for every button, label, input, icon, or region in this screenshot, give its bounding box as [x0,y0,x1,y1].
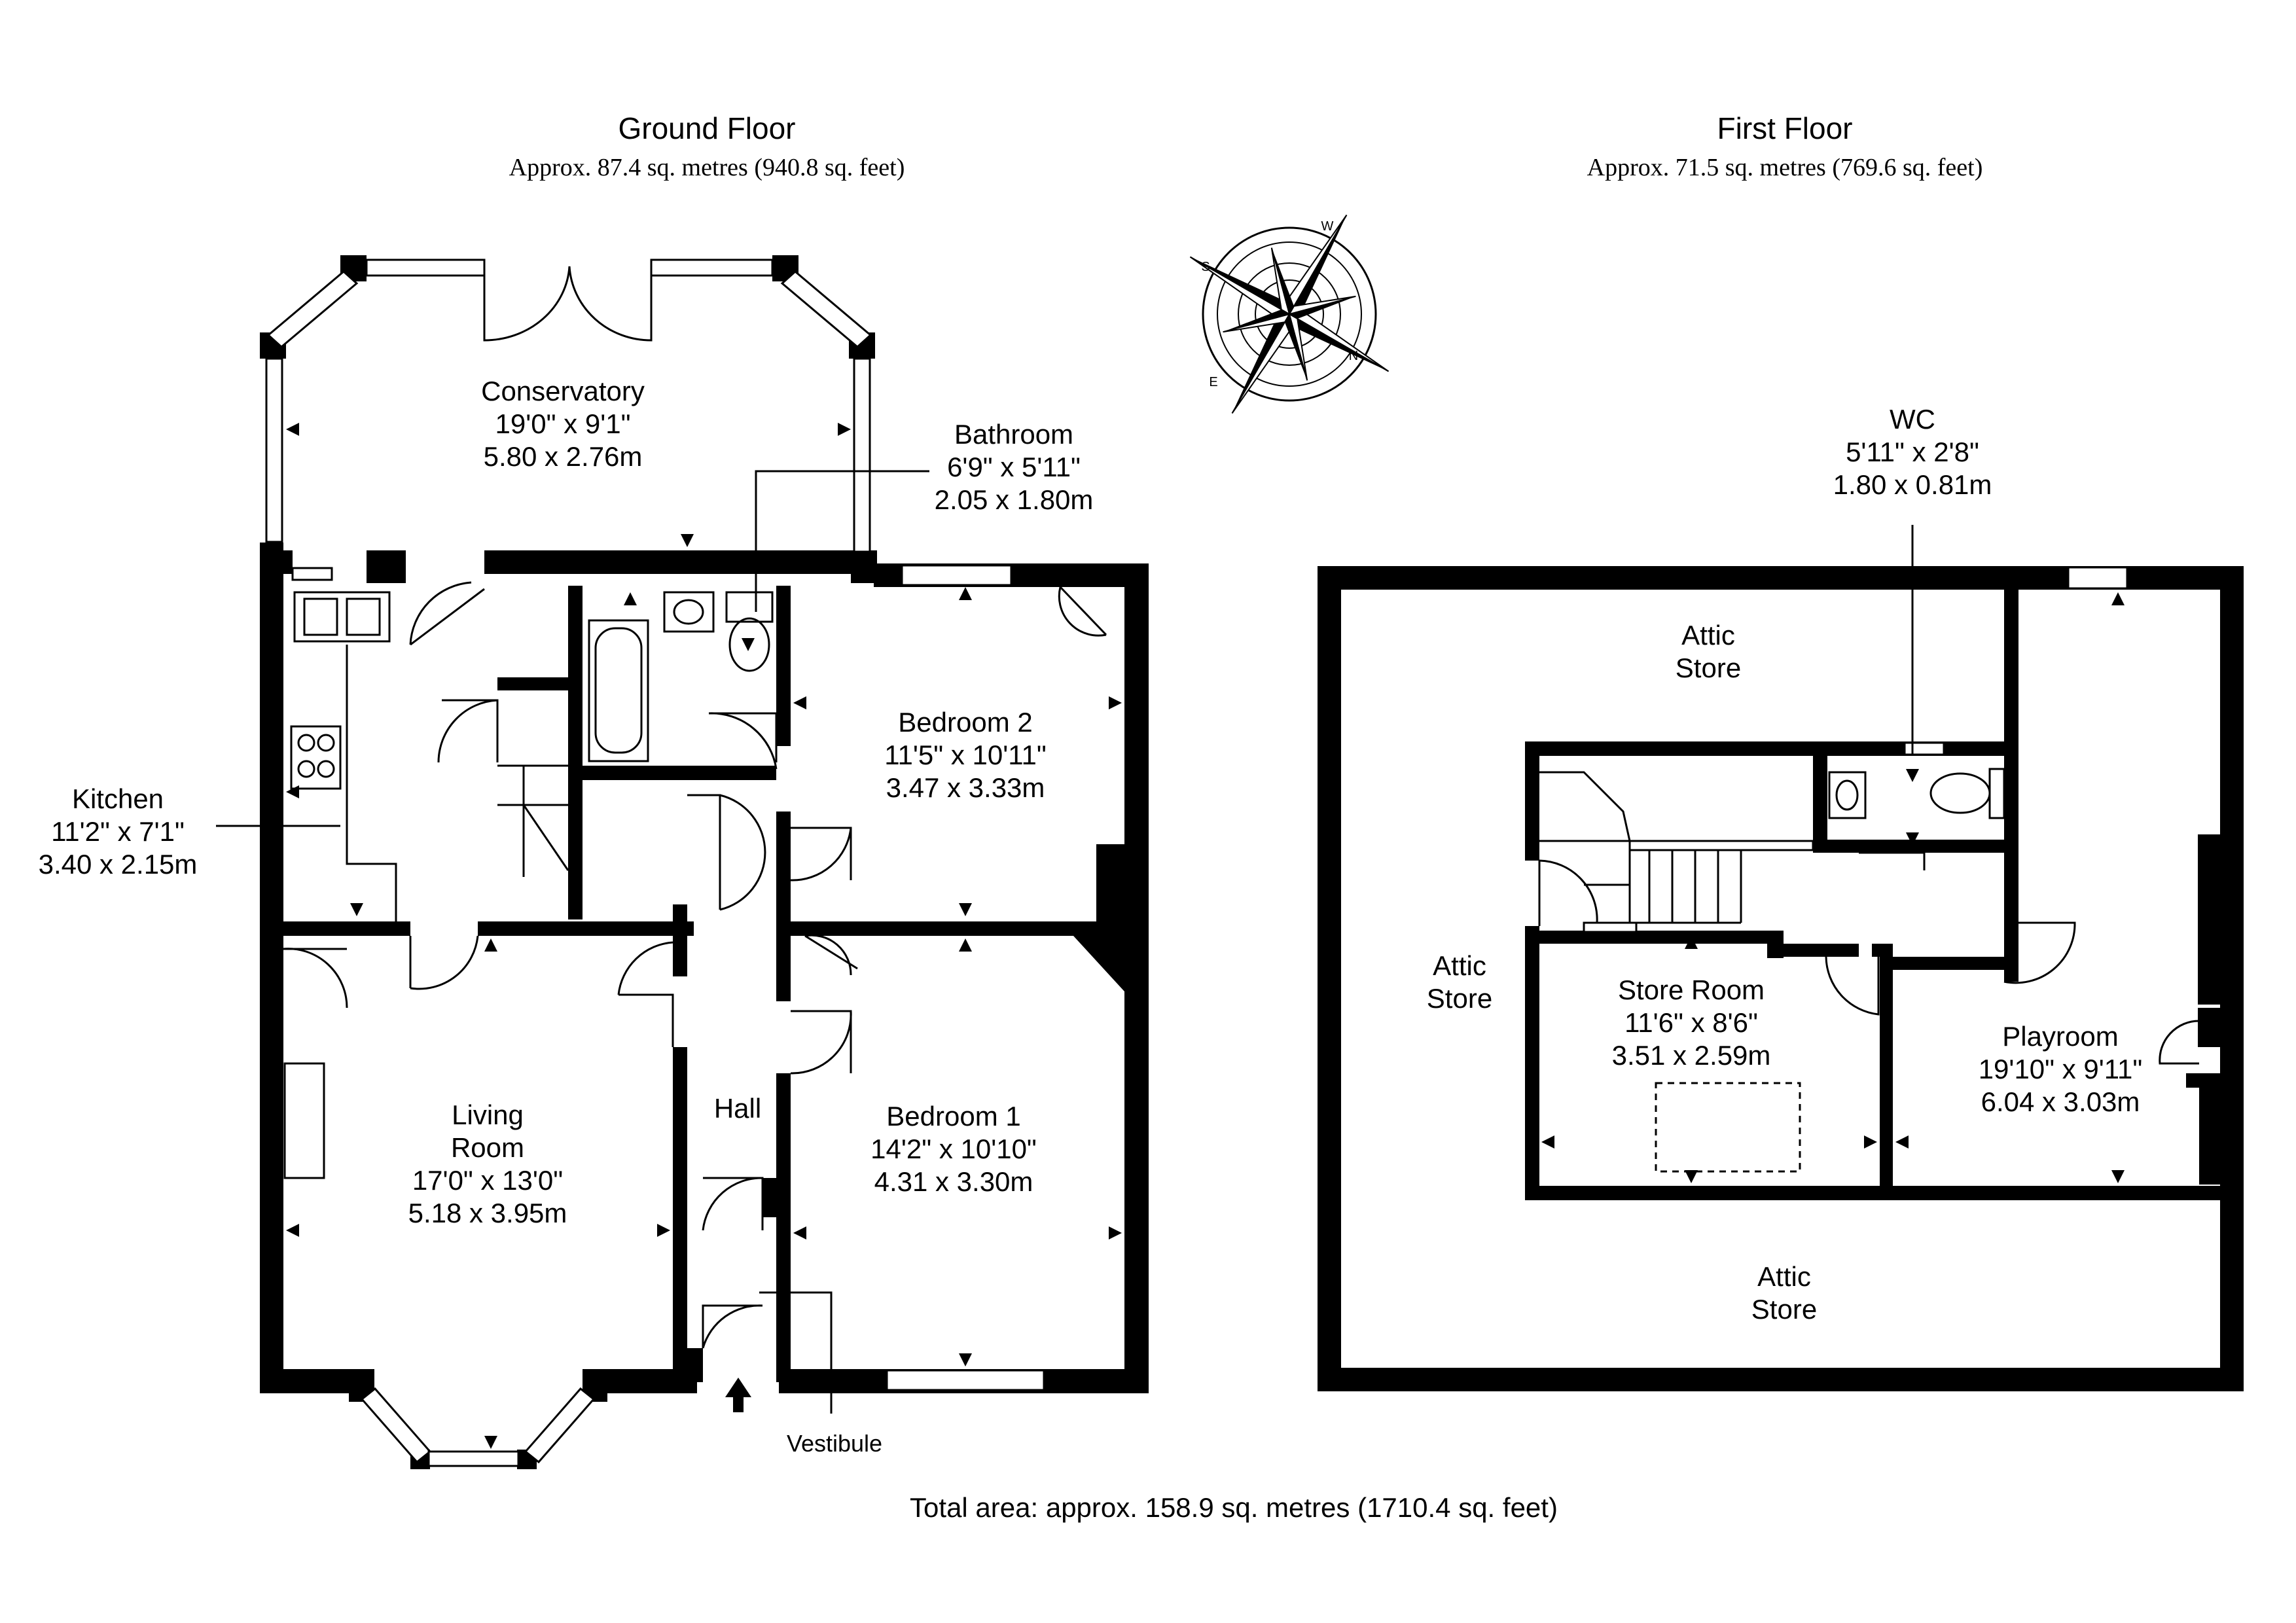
wc-imperial: 5'11" x 2'8" [1846,437,1979,467]
bedroom2-window [901,564,1013,586]
hall-name: Hall [714,1093,761,1124]
room-bedroom-1: Bedroom 1 14'2" x 10'10" 4.31 x 3.30m [870,1101,1037,1197]
wc-toilet-icon [1929,768,2005,819]
total-area: Total area: approx. 158.9 sq. metres (17… [910,1492,1558,1523]
kitchen-name: Kitchen [72,783,164,814]
playroom-metric: 6.04 x 3.03m [1981,1086,2140,1117]
bathroom-imperial: 6'9" x 5'11" [947,452,1081,482]
bathtub-icon [588,619,649,762]
attic-top-line1: Attic [1681,620,1735,651]
living-imperial: 17'0" x 13'0" [412,1165,563,1196]
room-wc: WC 5'11" x 2'8" 1.80 x 0.81m [1833,404,1992,500]
room-playroom: Playroom 19'10" x 9'11" 6.04 x 3.03m [1979,1021,2143,1117]
bedroom1-name: Bedroom 1 [886,1101,1020,1132]
room-store-room: Store Room 11'6" x 8'6" 3.51 x 2.59m [1612,974,1771,1071]
bedroom1-window [886,1369,1045,1391]
store-room-skylight [1655,1082,1801,1173]
first-floor-dimension-arrows [1541,592,2217,1183]
ground-floor-title: Ground Floor [618,111,795,145]
playroom-imperial: 19'10" x 9'11" [1979,1054,2143,1084]
entrance-arrow-icon [725,1378,751,1412]
conservatory-french-doors [483,266,653,342]
store-room-metric: 3.51 x 2.59m [1612,1040,1771,1071]
attic-top-line2: Store [1676,652,1741,683]
compass-s: S [1201,260,1210,274]
first-floor-window-playroom [2067,566,2128,590]
conservatory-windows [265,259,872,581]
attic-bottom-line2: Store [1751,1294,1817,1325]
attic-left-line1: Attic [1433,950,1486,981]
first-floor-doors [1538,851,2200,1065]
bathroom-name: Bathroom [954,419,1073,450]
bedroom2-name: Bedroom 2 [898,707,1032,738]
attic-left-line2: Store [1427,983,1492,1014]
store-room-name: Store Room [1618,974,1765,1005]
living-name-line2: Room [451,1132,524,1163]
conservatory-metric: 5.80 x 2.76m [484,441,643,472]
first-floor-stairs [1539,771,1814,933]
attic-bottom-line1: Attic [1757,1261,1811,1292]
kitchen-imperial: 11'2" x 7'1" [51,816,185,847]
kitchen-sink-icon [293,591,391,643]
first-floor-title: First Floor [1717,111,1853,145]
ground-floor-doors [282,581,1107,1349]
bathroom-leader-line [755,470,929,612]
compass-rose-icon: W S N E [1189,214,1390,414]
fireplace [283,1062,325,1179]
kitchen-metric: 3.40 x 2.15m [39,849,198,880]
room-living-room: Living Room 17'0" x 13'0" 5.18 x 3.95m [408,1099,567,1228]
bedroom1-imperial: 14'2" x 10'10" [870,1133,1037,1164]
room-bedroom-2: Bedroom 2 11'5" x 10'11" 3.47 x 3.33m [884,707,1046,803]
wc-name: WC [1890,404,1935,435]
room-attic-store-left: Attic Store [1427,950,1492,1014]
hob-icon [290,725,342,790]
wc-metric: 1.80 x 0.81m [1833,469,1992,500]
living-room-bay-window [360,1387,596,1467]
playroom-name: Playroom [2002,1021,2118,1052]
basin-icon [663,591,715,633]
toilet-icon [725,591,774,672]
kitchen-counter [346,645,397,921]
room-kitchen: Kitchen 11'2" x 7'1" 3.40 x 2.15m [39,783,198,880]
ground-floor-dimension-arrows [286,423,1122,1449]
vestibule-leader-line [759,1291,833,1414]
wc-window [1903,741,1945,756]
room-conservatory: Conservatory 19'0" x 9'1" 5.80 x 2.76m [481,376,645,472]
compass-e: E [1209,375,1217,389]
room-attic-store-bottom: Attic Store [1751,1261,1817,1325]
first-floor-walls [1318,566,2244,1391]
first-floor-area: Approx. 71.5 sq. metres (769.6 sq. feet) [1587,154,1983,181]
vestibule-name: Vestibule [787,1430,882,1457]
bedroom2-metric: 3.47 x 3.33m [886,772,1045,803]
room-bathroom: Bathroom 6'9" x 5'11" 2.05 x 1.80m [935,419,1094,515]
bedroom2-imperial: 11'5" x 10'11" [884,740,1046,770]
ground-floor-stairs [497,764,569,877]
room-attic-store-top: Attic Store [1676,620,1741,683]
compass-n: N [1349,349,1358,363]
store-room-imperial: 11'6" x 8'6" [1624,1007,1758,1038]
ground-floor-area: Approx. 87.4 sq. metres (940.8 sq. feet) [509,154,905,181]
conservatory-name: Conservatory [481,376,645,406]
living-metric: 5.18 x 3.95m [408,1198,567,1228]
wc-basin-icon [1828,771,1867,819]
conservatory-imperial: 19'0" x 9'1" [495,408,631,439]
bathroom-metric: 2.05 x 1.80m [935,484,1094,515]
bedroom1-metric: 4.31 x 3.30m [874,1166,1033,1197]
compass-w: W [1321,219,1334,234]
living-name-line1: Living [452,1099,524,1130]
